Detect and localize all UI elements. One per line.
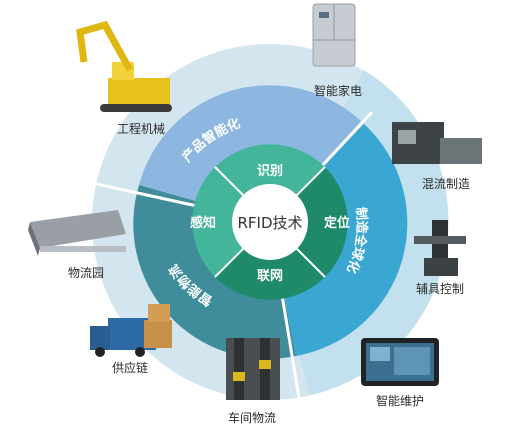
outer-label-supply-chain: 供应链	[112, 360, 148, 375]
inner-quadrant-left	[192, 167, 270, 277]
outer-label-fixture-control: 辅具控制	[416, 282, 464, 296]
warehouse-icon	[28, 210, 126, 256]
outer-label-construction-machinery: 工程机械	[117, 121, 165, 136]
outer-label-smart-maintenance: 智能维护	[376, 393, 424, 408]
machining-center-icon	[392, 122, 482, 164]
inner-quadrant-bottom	[215, 222, 325, 300]
inner-quadrant-right	[270, 167, 348, 277]
tablet-icon	[361, 338, 439, 386]
outer-label-mixed-manufacturing: 混流制造	[422, 177, 470, 191]
conveyor-icon	[226, 338, 280, 400]
center-circle	[232, 184, 308, 260]
inner-quadrant-top	[215, 144, 325, 222]
outer-label-logistics-park: 物流园	[68, 266, 104, 280]
inner-label-identify: 识别	[257, 164, 283, 179]
inner-label-sense: 感知	[190, 215, 216, 231]
outer-label-smart-appliance: 智能家电	[314, 83, 362, 98]
outer-label-workshop-logistics: 车间物流	[228, 410, 276, 425]
truck-icon	[90, 304, 172, 357]
center-label: RFID技术	[237, 214, 302, 232]
inner-label-network: 联网	[257, 269, 283, 284]
refrigerator-icon	[312, 3, 356, 67]
inner-label-locate: 定位	[323, 215, 350, 231]
fixture-icon	[414, 220, 466, 276]
excavator-icon	[76, 20, 172, 112]
